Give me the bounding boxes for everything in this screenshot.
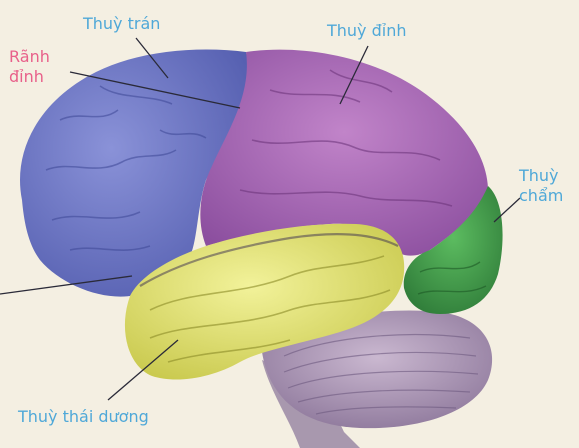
parietal-lobe-label: Thuỳ đỉnh	[327, 21, 407, 41]
temporal-lobe-label: Thuỳ thái dương	[18, 407, 149, 427]
occipital-lobe-label: Thuỳ chẩm	[519, 166, 579, 206]
central-sulcus-label: Rãnh đỉnh	[9, 47, 69, 87]
frontal-lobe-label: Thuỳ trán	[83, 14, 160, 34]
